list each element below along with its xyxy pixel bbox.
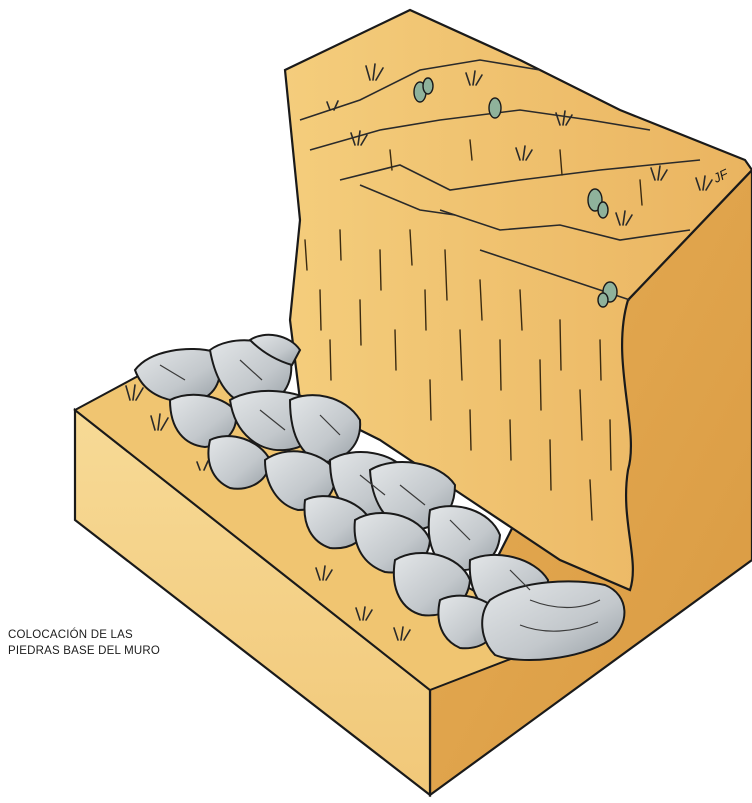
cactus bbox=[423, 78, 433, 94]
caption-line-1: COLOCACIÓN DE LAS bbox=[8, 627, 160, 643]
diagram-caption: COLOCACIÓN DE LAS PIEDRAS BASE DEL MURO bbox=[8, 627, 160, 659]
cactus bbox=[489, 98, 501, 118]
cactus bbox=[598, 202, 608, 218]
cactus bbox=[598, 293, 608, 307]
caption-line-2: PIEDRAS BASE DEL MURO bbox=[8, 643, 160, 659]
